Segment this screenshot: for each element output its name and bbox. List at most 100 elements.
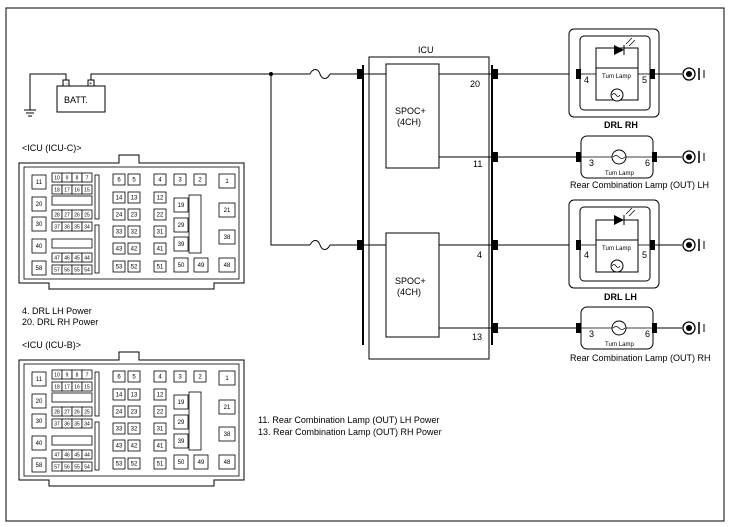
connector-pin-box — [81, 172, 93, 183]
drl-lh-label: DRL LH — [604, 292, 637, 302]
ground-icon — [682, 238, 705, 252]
pin-number-label: 5 — [642, 75, 647, 85]
connector-pin-box — [127, 242, 141, 255]
connector-pin-box — [112, 260, 126, 273]
icu-c-pin-4: 4 — [158, 178, 162, 184]
connector-pin-box — [153, 208, 167, 221]
icu-pin-11: 11 — [473, 159, 482, 169]
icu-c-pin-17: 17 — [64, 188, 70, 194]
icu-c-pin-23: 23 — [131, 213, 138, 219]
connector-pin-box — [173, 236, 189, 252]
icu-b-pin-20: 20 — [36, 399, 43, 405]
icu-b-pin-25: 25 — [84, 410, 90, 416]
connector-pin-box — [112, 191, 126, 204]
icu-c-pin-55: 55 — [74, 268, 80, 274]
icu-c-pin-35: 35 — [74, 225, 80, 231]
icu-c-pin-7: 7 — [86, 176, 89, 182]
connector-pin-box — [153, 242, 167, 255]
icu-b-pin-47: 47 — [54, 453, 60, 459]
icu-c-pin-36: 36 — [64, 225, 70, 231]
battery-label: BATT. — [64, 95, 88, 105]
icu-b-pin-28: 28 — [54, 410, 60, 416]
icu-c-pin-18: 18 — [54, 188, 60, 194]
icu-b-pin-57: 57 — [54, 465, 60, 471]
icu-b-pin-51: 51 — [157, 462, 164, 468]
icu-b-pin-34: 34 — [84, 422, 90, 428]
icu-c-pin-38: 38 — [224, 235, 231, 241]
connector-pin-box — [31, 435, 47, 451]
connector-pin-box — [127, 208, 141, 221]
connector-pin-box — [218, 426, 236, 442]
pin-number-label: 3 — [589, 158, 594, 168]
connector-pin-box — [112, 173, 126, 186]
icu-b-pin-19: 19 — [178, 400, 185, 406]
pin-number-label: 6 — [645, 329, 650, 339]
icu-b-pin-31: 31 — [157, 427, 164, 433]
icu-c-pin-47: 47 — [54, 256, 60, 262]
connector-pin-box — [81, 221, 93, 232]
connector-pin-box — [153, 191, 167, 204]
connector-pin-box — [81, 264, 93, 275]
drl-lh-lamp: 4 5 Turn Lamp DRL LH — [568, 199, 705, 302]
connector-pin-box — [193, 454, 209, 470]
icu-b-pin-33: 33 — [116, 427, 123, 433]
pin-number-label: Turn Lamp — [602, 246, 631, 252]
icu-c-pin-16: 16 — [74, 188, 80, 194]
icu-b-pin-3: 3 — [178, 375, 182, 381]
icu-b-pin-30: 30 — [36, 419, 43, 425]
pin-number-label: 6 — [645, 158, 650, 168]
connector-pin-box — [218, 399, 236, 415]
connector-pin-box — [153, 439, 167, 452]
rcl-lh-label: Rear Combination Lamp (OUT) LH — [570, 180, 709, 190]
icu-b-pin-8: 8 — [76, 373, 79, 379]
connector-pin-box — [127, 388, 141, 401]
icu-c-pin-2: 2 — [198, 178, 202, 184]
connector-pin-box — [173, 257, 189, 273]
connector-pin-box — [127, 191, 141, 204]
connector-pin-box — [218, 229, 236, 245]
connector-pin-box — [127, 370, 141, 383]
icu-b-pin-13: 13 — [131, 393, 138, 399]
icu-b-pin-46: 46 — [64, 453, 70, 459]
pin-number-label: Turn Lamp — [602, 74, 631, 80]
connector-pin-box — [81, 184, 93, 195]
icu-b-pin-10: 10 — [54, 373, 60, 379]
connector-c-note-1: 4. DRL LH Power — [22, 306, 92, 316]
icu-c-pin-3: 3 — [178, 178, 182, 184]
icu-c-pin-40: 40 — [36, 244, 43, 250]
connector-pin-box — [173, 454, 189, 470]
icu-c-pin-56: 56 — [64, 268, 70, 274]
rcl-rh-label: Rear Combination Lamp (OUT) RH — [570, 353, 711, 363]
connector-pin-box — [112, 422, 126, 435]
icu-b-pin-44: 44 — [84, 453, 90, 459]
icu-c-pin-33: 33 — [116, 230, 123, 236]
icu-pin-4: 4 — [477, 250, 482, 260]
connector-pin-box — [112, 242, 126, 255]
connector-pin-box — [193, 173, 207, 186]
icu-b-pin-1: 1 — [225, 376, 229, 382]
icu-c-pin-51: 51 — [157, 265, 164, 271]
icu-b-pin-49: 49 — [198, 460, 205, 466]
icu-b-pin-53: 53 — [116, 462, 123, 468]
icu-b-pin-41: 41 — [157, 444, 164, 450]
connector-pin-box — [153, 225, 167, 238]
connector-pin-box — [31, 216, 47, 232]
icu-b-pin-32: 32 — [131, 427, 138, 433]
icu-c-pin-11: 11 — [36, 180, 43, 186]
icu-b-pin-26: 26 — [74, 410, 80, 416]
icu-b-pin-7: 7 — [86, 373, 89, 379]
spoc-bottom-line2: (4CH) — [397, 287, 421, 297]
connector-c-title: <ICU (ICU-C)> — [22, 143, 82, 153]
icu-c-pin-50: 50 — [178, 263, 185, 269]
connector-pin-box — [127, 260, 141, 273]
connector-pin-box — [127, 457, 141, 470]
connector-pin-box — [31, 174, 47, 190]
icu-b-pin-23: 23 — [131, 410, 138, 416]
icu-c-pin-28: 28 — [54, 213, 60, 219]
icu-b-pin-43: 43 — [116, 444, 123, 450]
icu-c-pin-15: 15 — [84, 188, 90, 194]
icu-b-pin-42: 42 — [131, 444, 138, 450]
icu-module: ICU SPOC+ (4CH) SPOC+ (4CH) 20 11 4 13 — [362, 45, 498, 360]
connector-pin-box — [31, 413, 47, 429]
